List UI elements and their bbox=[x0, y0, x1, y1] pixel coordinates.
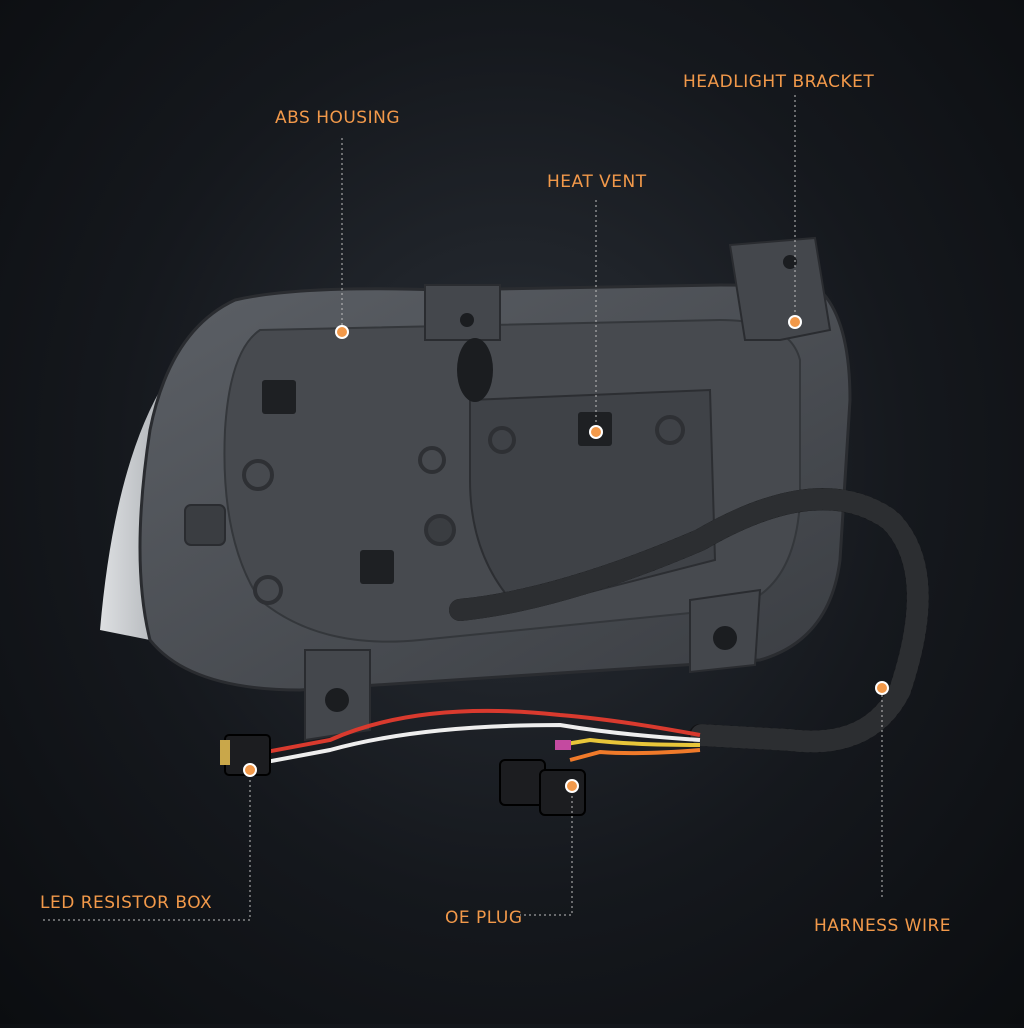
lens-edge bbox=[100, 330, 230, 640]
harness-wire-label: HARNESS WIRE bbox=[814, 916, 952, 936]
abs-housing-marker bbox=[335, 325, 349, 339]
oe-plug-connector bbox=[499, 759, 546, 806]
top-bracket bbox=[424, 284, 501, 341]
headlight-bracket-label: HEADLIGHT BRACKET bbox=[683, 72, 875, 92]
headlight-bracket-marker bbox=[788, 315, 802, 329]
oe-plug-marker bbox=[565, 779, 579, 793]
led-resistor-box-marker bbox=[243, 763, 257, 777]
harness-wire-marker bbox=[875, 681, 889, 695]
abs-housing-label: ABS HOUSING bbox=[275, 108, 400, 128]
heat-vent-marker bbox=[589, 425, 603, 439]
headlight-bracket-shape bbox=[728, 236, 832, 341]
led-resistor-box-label: LED RESISTOR BOX bbox=[40, 893, 213, 913]
oe-plug-label: OE PLUG bbox=[445, 908, 523, 928]
heat-vent-label: HEAT VENT bbox=[547, 172, 647, 192]
